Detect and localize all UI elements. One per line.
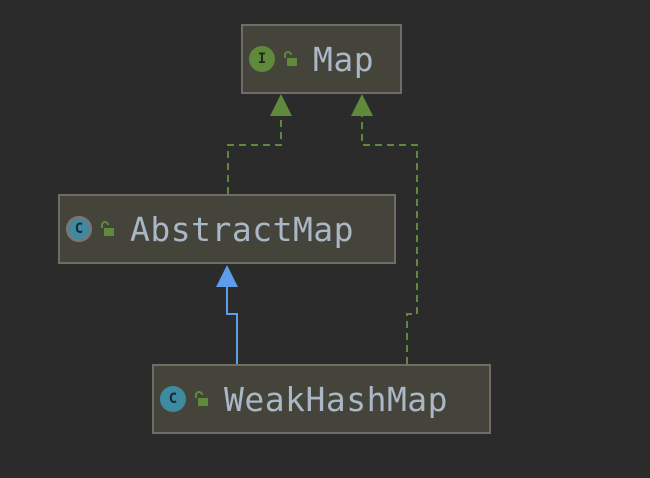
public-lock-icon	[284, 51, 297, 66]
class-name: Map	[313, 39, 375, 79]
public-lock-icon	[101, 221, 114, 236]
interface-icon: I	[249, 46, 275, 72]
implements-arrowhead-icon	[270, 94, 292, 116]
implements-arrowhead-icon	[351, 94, 373, 116]
edge-weakhashmap-extends-abstractmap	[226, 287, 238, 364]
class-icon: C	[160, 386, 186, 412]
extends-arrowhead-icon	[216, 265, 238, 287]
edge-weakhashmap-implements-map	[361, 116, 418, 364]
abstract-class-icon: C	[66, 216, 92, 242]
public-lock-icon	[195, 391, 208, 406]
class-name: AbstractMap	[130, 209, 355, 249]
edge-abstractmap-implements-map	[227, 116, 282, 194]
class-node-abstractmap[interactable]: C AbstractMap	[58, 194, 396, 264]
class-name: WeakHashMap	[224, 379, 449, 419]
class-node-weakhashmap[interactable]: C WeakHashMap	[152, 364, 491, 434]
class-node-map[interactable]: I Map	[241, 24, 402, 94]
